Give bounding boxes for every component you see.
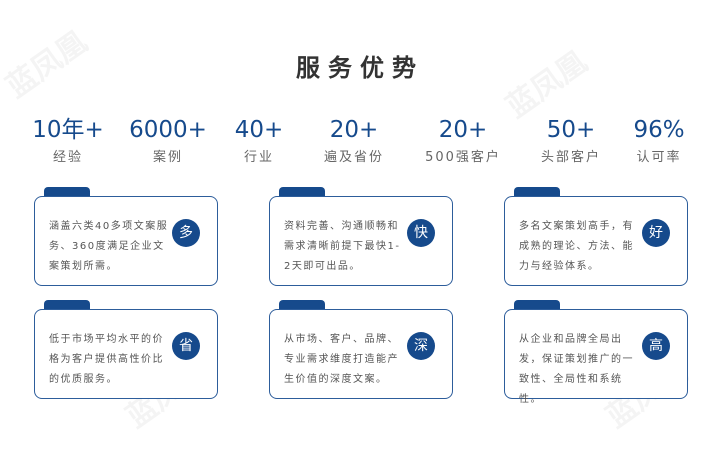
stat-value: 20+ (329, 117, 379, 143)
stat-value: 50+ (546, 117, 596, 143)
advantage-card: 从市场、客户、品牌、专业需求维度打造能产生价值的深度文案。深 (269, 309, 453, 399)
card-badge: 好 (642, 219, 670, 247)
stat-item: 40+ 行业 (204, 116, 314, 165)
stat-item: 20+ 500强客户 (408, 116, 518, 165)
page-title: 服务优势 (296, 54, 424, 82)
stat-label: 头部客户 (540, 150, 601, 165)
advantage-card: 多名文案策划高手，有成熟的理论、方法、能力与经验体系。好 (504, 196, 688, 286)
stat-label: 行业 (243, 150, 274, 165)
card-tab (44, 300, 90, 310)
card-tab (514, 187, 560, 197)
stat-label: 认可率 (636, 150, 682, 165)
card-text: 从市场、客户、品牌、专业需求维度打造能产生价值的深度文案。 (284, 334, 399, 385)
stat-value: 6000+ (129, 117, 207, 143)
card-text: 多名文案策划高手，有成熟的理论、方法、能力与经验体系。 (519, 221, 634, 272)
stat-item: 96% 认可率 (604, 116, 714, 165)
stat-label: 遍及省份 (323, 150, 384, 165)
stat-value: 20+ (438, 117, 488, 143)
advantage-card: 从企业和品牌全局出发，保证策划推广的一致性、全局性和系统性。高 (504, 309, 688, 405)
stat-item: 6000+ 案例 (113, 116, 223, 165)
card-tab (279, 300, 325, 310)
card-badge: 快 (407, 219, 435, 247)
card-tab (514, 300, 560, 310)
card-badge: 高 (642, 332, 670, 360)
card-text: 从企业和品牌全局出发，保证策划推广的一致性、全局性和系统性。 (519, 334, 634, 405)
advantage-card: 低于市场平均水平的价格为客户提供高性价比的优质服务。省 (34, 309, 218, 399)
card-text: 低于市场平均水平的价格为客户提供高性价比的优质服务。 (49, 334, 164, 385)
stat-value: 10年+ (32, 117, 104, 143)
card-text: 资料完善、沟通顺畅和需求清晰前提下最快1-2天即可出品。 (284, 221, 401, 272)
card-tab (279, 187, 325, 197)
stat-item: 20+ 遍及省份 (299, 116, 409, 165)
stat-value: 40+ (234, 117, 284, 143)
stat-label: 经验 (52, 150, 83, 165)
card-badge: 多 (172, 219, 200, 247)
advantage-card: 涵盖六类40多项文案服务、360度满足企业文案策划所需。多 (34, 196, 218, 286)
card-badge: 省 (172, 332, 200, 360)
card-tab (44, 187, 90, 197)
stat-label: 500强客户 (425, 150, 501, 165)
stat-label: 案例 (152, 150, 183, 165)
card-text: 涵盖六类40多项文案服务、360度满足企业文案策划所需。 (49, 221, 169, 272)
card-badge: 深 (407, 332, 435, 360)
stat-item: 10年+ 经验 (13, 116, 123, 165)
advantage-card: 资料完善、沟通顺畅和需求清晰前提下最快1-2天即可出品。快 (269, 196, 453, 286)
stat-item: 50+ 头部客户 (516, 116, 626, 165)
stat-value: 96% (633, 117, 685, 143)
